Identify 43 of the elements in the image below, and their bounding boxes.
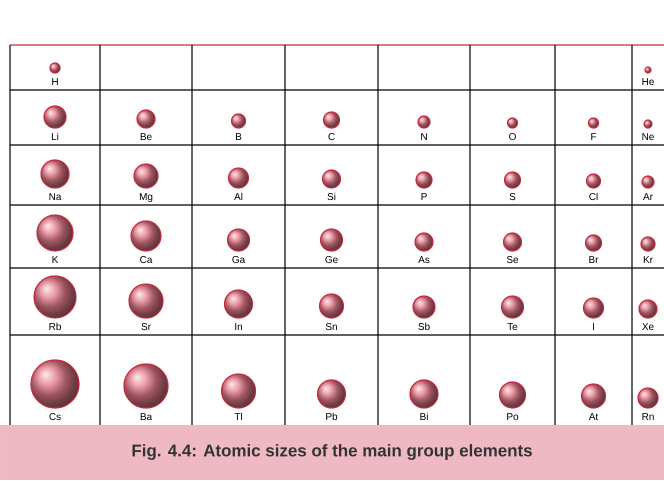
- element-symbol: C: [328, 133, 335, 140]
- element-symbol: H: [52, 78, 58, 85]
- element-symbol: Ba: [140, 413, 152, 420]
- element-symbol: Ar: [643, 193, 653, 200]
- element-symbol: Cl: [589, 192, 598, 200]
- element-symbol: N: [421, 133, 427, 140]
- element-symbol: Pb: [326, 412, 338, 420]
- element-symbol: Si: [328, 192, 336, 200]
- element-symbol: O: [509, 133, 516, 140]
- element-symbol: Ne: [642, 133, 654, 140]
- element-symbol: Ge: [325, 256, 338, 264]
- element-symbol: Te: [507, 323, 518, 330]
- element-symbol: Se: [506, 256, 518, 264]
- element-symbol: Br: [589, 256, 598, 263]
- element-symbol: Xe: [642, 323, 654, 330]
- element-symbol: Rn: [642, 413, 654, 420]
- element-symbol: B: [236, 133, 242, 140]
- element-symbol: S: [510, 193, 516, 200]
- element-symbol: Ca: [140, 256, 152, 264]
- element-symbol: I: [593, 323, 594, 330]
- element-symbol: Kr: [644, 256, 653, 263]
- element-symbol: Al: [234, 192, 242, 200]
- element-symbol: In: [235, 323, 242, 330]
- element-symbol: He: [642, 78, 654, 86]
- element-symbol: Ga: [232, 256, 246, 264]
- element-symbol: Rb: [49, 322, 61, 330]
- element-symbol: Po: [507, 413, 518, 420]
- element-symbol: K: [52, 256, 58, 263]
- element-symbol: Sr: [141, 323, 151, 330]
- element-symbol: Be: [140, 133, 152, 140]
- element-symbol: Li: [52, 132, 58, 140]
- element-symbol: Mg: [140, 193, 152, 202]
- caption-band: Fig. 4.4: Atomic sizes of the main group elements: [0, 425, 664, 480]
- element-symbol: Sb: [418, 322, 430, 330]
- element-symbol: P: [422, 193, 427, 200]
- element-symbol: F: [591, 133, 596, 140]
- element-symbol: Na: [49, 193, 62, 200]
- element-symbol: Bi: [420, 412, 428, 420]
- element-symbol: At: [588, 413, 598, 420]
- element-symbol: Tl: [234, 412, 242, 420]
- element-symbol: As: [418, 256, 430, 264]
- element-symbol: Cs: [49, 413, 61, 420]
- element-symbol: Sn: [326, 323, 337, 330]
